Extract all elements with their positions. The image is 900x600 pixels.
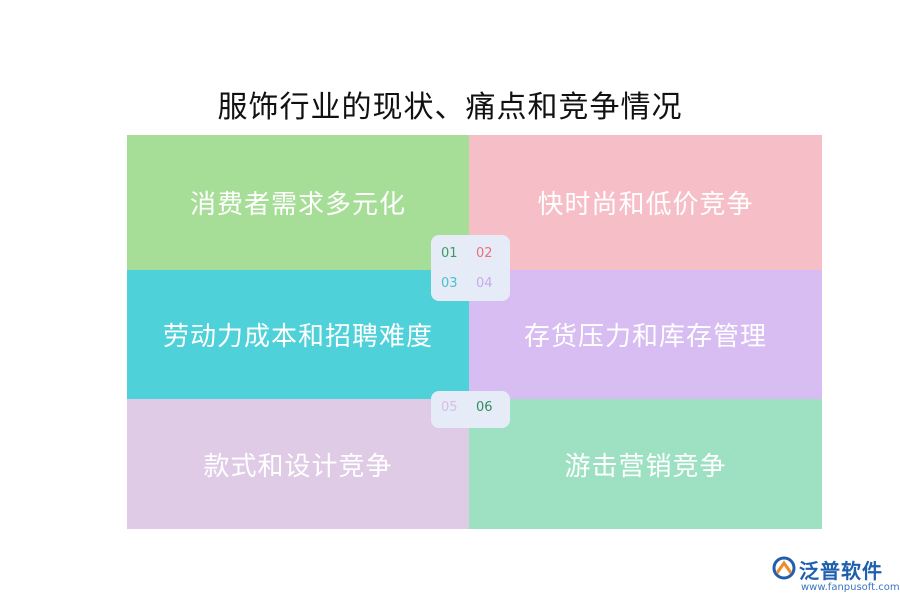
tile-labor-cost: 劳动力成本和招聘难度 — [127, 270, 469, 399]
tile-number-03: 03 — [441, 276, 458, 291]
tile-consumer-demand: 消费者需求多元化 — [127, 135, 469, 270]
tile-inventory: 存货压力和库存管理 — [469, 270, 822, 399]
tile-fast-fashion: 快时尚和低价竞争 — [469, 135, 822, 270]
number-badge-bottom: 05 06 — [431, 391, 510, 428]
tile-number-06: 06 — [476, 400, 493, 415]
tile-number-05: 05 — [441, 400, 458, 415]
logo-url: www.fanpusoft.com — [801, 582, 900, 593]
fanpu-logo-icon — [772, 556, 796, 580]
tile-number-04: 04 — [476, 276, 493, 291]
tile-number-01: 01 — [441, 246, 458, 261]
number-badge-top: 01 02 03 04 — [431, 235, 510, 301]
tile-guerrilla-marketing: 游击营销竞争 — [469, 399, 822, 529]
tile-design-competition: 款式和设计竞争 — [127, 399, 469, 529]
page-title: 服饰行业的现状、痛点和竞争情况 — [217, 90, 683, 125]
tile-number-02: 02 — [476, 246, 493, 261]
quadrant-grid: 消费者需求多元化 快时尚和低价竞争 劳动力成本和招聘难度 存货压力和库存管理 款… — [127, 135, 822, 529]
brand-logo: 泛普软件 www.fanpusoft.com — [771, 555, 900, 597]
logo-name: 泛普软件 — [799, 559, 883, 583]
